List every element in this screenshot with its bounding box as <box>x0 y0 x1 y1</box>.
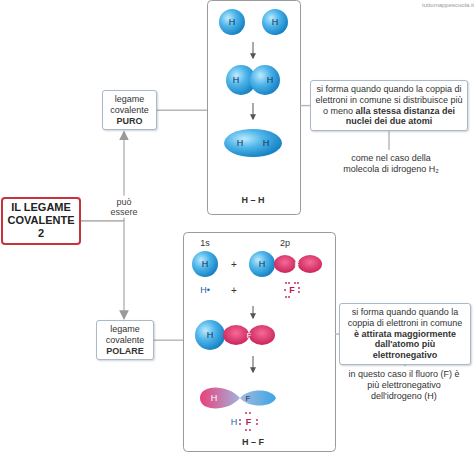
step-arrow <box>253 356 254 372</box>
formula-label: H – F <box>242 437 264 447</box>
watermark: tuttomappescuola.it <box>422 2 474 8</box>
atom-label: H <box>229 17 236 27</box>
atom-label: H <box>202 259 209 269</box>
step-arrow <box>253 103 254 119</box>
atom-sphere <box>249 251 275 277</box>
hydrogen-atom <box>192 251 218 277</box>
lewis-symbol: F <box>289 285 295 295</box>
hydrogen-atom <box>262 9 288 35</box>
example-text: in questo caso il fluoro (F) è più elett… <box>345 368 463 402</box>
step-arrow <box>253 42 254 58</box>
picture-panel <box>208 1 301 215</box>
node-text: legame covalente <box>101 324 149 346</box>
description-box: si forma quando quando la coppia di elet… <box>310 80 468 131</box>
p-orbital-lobe <box>249 325 275 345</box>
molecule-cloud <box>224 129 282 157</box>
edge-label: può essere <box>105 195 143 218</box>
hydrogen-atom <box>219 9 245 35</box>
node-text: come nel caso della molecola di idrogeno… <box>343 153 439 174</box>
leader-line <box>154 339 183 340</box>
example-text: come nel caso della molecola di idrogeno… <box>335 152 447 176</box>
concept-box: legame covalentePURO <box>102 90 157 130</box>
p-orbital-lobe <box>274 255 296 273</box>
connector <box>388 131 389 150</box>
hydrogen-atom <box>250 65 280 95</box>
node-emphasis: è attirata maggiormente dall'atomo più e… <box>354 329 456 361</box>
atom-label: H <box>263 138 270 148</box>
orbital-label: 1s <box>200 238 210 248</box>
node-text: IL LEGAME COVALENTE 2 <box>5 201 77 241</box>
plus-sign: + <box>231 259 237 270</box>
orbital-label: 2p <box>280 238 290 248</box>
electron-dots <box>239 412 258 431</box>
atom-label: H <box>267 75 274 85</box>
main-topic-box: IL LEGAME COVALENTE 2 <box>1 197 81 245</box>
leader-line <box>300 105 310 106</box>
connector <box>404 365 405 366</box>
polar-molecule-cloud <box>200 388 276 409</box>
picture-panel <box>184 233 336 452</box>
lewis-symbol: H• <box>200 285 210 295</box>
atom-label: H <box>211 393 218 403</box>
node-emphasis: POLARE <box>101 346 149 357</box>
atom-label: H <box>272 17 279 27</box>
atom-label: F <box>295 260 300 269</box>
lewis-symbol: H <box>231 417 238 427</box>
description-box: si forma quando quando la coppia di elet… <box>339 303 471 365</box>
node-text: legame covalente <box>107 94 152 116</box>
p-orbital-lobe <box>223 325 249 345</box>
node-emphasis: alla stessa distanza dei nuclei dei due … <box>346 106 455 127</box>
atom-label: F <box>247 331 252 340</box>
concept-box: legame covalentePOLARE <box>96 320 154 360</box>
atom-label: H <box>233 75 240 85</box>
p-orbital-lobe <box>298 255 322 273</box>
hydrogen-atom <box>195 320 225 350</box>
atom-label: H <box>237 138 244 148</box>
node-text: in questo caso il fluoro (F) è più elett… <box>348 369 459 401</box>
plus-sign: + <box>231 285 237 296</box>
lewis-symbol: F <box>246 417 252 427</box>
atom-label: F <box>246 394 251 403</box>
atom-label: H <box>259 259 266 269</box>
leader-line <box>157 109 207 110</box>
connector <box>81 221 124 319</box>
atom-label: H <box>207 330 214 340</box>
formula-label: H – H <box>241 195 264 205</box>
electron-dots <box>284 282 300 298</box>
step-arrow <box>253 306 254 318</box>
node-emphasis: PURO <box>107 116 152 127</box>
node-text: si forma quando quando la coppia di elet… <box>348 307 463 328</box>
